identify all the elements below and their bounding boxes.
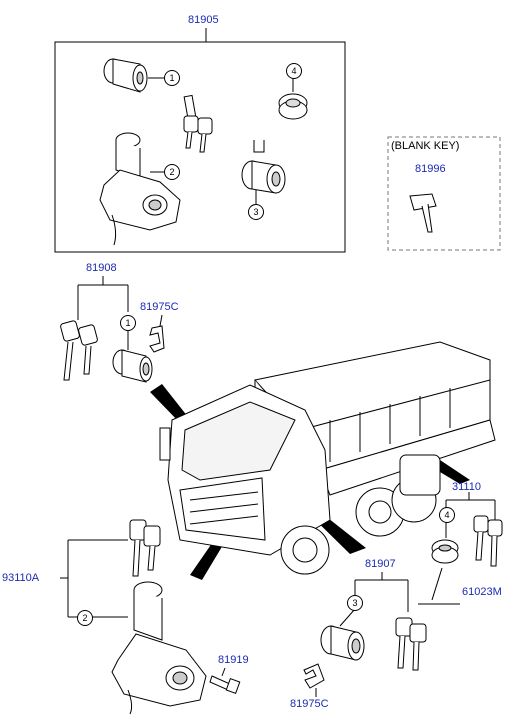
blank-key-label: (BLANK KEY) (391, 140, 460, 152)
fuel-cap-kit (431, 515, 503, 567)
bracket-93110a (60, 539, 128, 618)
part-number-81975c-upper[interactable]: 81975C (140, 301, 179, 313)
callout-1-left: 1 (120, 315, 136, 331)
part-number-93110a[interactable]: 93110A (2, 572, 40, 584)
bolt (209, 667, 241, 694)
kit-box-81905 (54, 28, 346, 253)
part-number-81908[interactable]: 81908 (86, 262, 117, 274)
callout-2-lower: 2 (77, 610, 93, 626)
callout-1-top: 1 (164, 70, 180, 86)
part-number-81905[interactable]: 81905 (188, 14, 219, 26)
part-number-81907[interactable]: 81907 (365, 558, 396, 570)
callout-4-right: 4 (439, 507, 455, 523)
part-number-81975c-lower[interactable]: 81975C (290, 698, 329, 710)
door-lock-left-kit (60, 320, 153, 383)
keys-top (183, 94, 213, 153)
callout-3-lower: 3 (347, 595, 363, 611)
part-number-81996[interactable]: 81996 (415, 163, 446, 175)
part-number-31110[interactable]: 31110 (452, 481, 481, 493)
callout-4-top: 4 (286, 63, 302, 79)
clip-upper (149, 314, 165, 353)
clip-lower (303, 663, 325, 697)
lock-cylinder-top (103, 58, 164, 93)
door-cylinder-top (241, 140, 286, 204)
bracket-81907 (354, 572, 409, 612)
part-number-61023m[interactable]: 61023M (462, 586, 502, 598)
cable (418, 567, 460, 605)
ignition-lower (111, 519, 207, 715)
ignition-top (99, 132, 181, 246)
door-lock-right-kit (320, 608, 427, 671)
part-number-81919[interactable]: 81919 (218, 654, 249, 666)
blank-key (409, 193, 437, 233)
bracket-81908 (77, 276, 129, 320)
cap-top (278, 78, 308, 120)
callout-2-top: 2 (164, 164, 180, 180)
truck (159, 341, 496, 575)
blank-key-box (387, 136, 501, 251)
callout-3-top: 3 (248, 204, 264, 220)
